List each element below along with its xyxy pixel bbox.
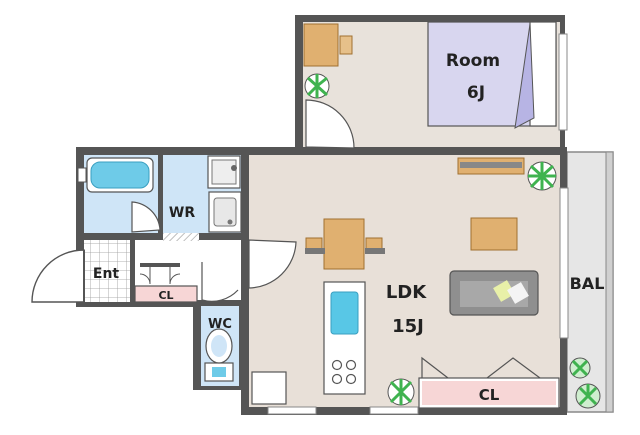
tv-stand [457,157,525,175]
kitchen-sink [330,291,359,335]
stove-burner [345,359,357,371]
plant-ldk-bottom [387,378,415,406]
plant-balcony-top [569,357,591,379]
plant-room [304,73,330,99]
room-size-label: 6J [467,83,485,103]
ldk-window [559,187,569,339]
bathtub-fixture [77,157,154,193]
room-door [305,99,355,149]
entrance-door [31,249,85,303]
bottom-window [369,406,419,415]
wr-threshold [163,233,199,241]
ent-label: Ent [93,266,120,282]
bed-furniture [427,21,557,129]
ldk-size-label: 15J [392,316,424,337]
plant-ldk-top [527,161,557,191]
entrance-tiles [84,240,130,302]
desk-furniture [303,23,353,67]
washbasin [208,191,242,233]
washing-machine [207,155,241,189]
stove-burner [331,373,343,385]
wc-door [201,262,239,302]
wc-label: WC [208,317,232,332]
room-window [558,33,568,131]
bathroom-door [131,201,161,233]
coffee-table [470,217,518,251]
large-closet-label: CL [479,386,500,404]
dining-set [305,218,385,270]
refrigerator [251,371,287,405]
stove-burner [345,373,357,385]
small-closet-label: CL [158,289,173,302]
bal-label: BAL [570,274,605,293]
stove-burner [331,359,343,371]
ldk-closet [418,356,560,409]
sofa-furniture [449,270,539,316]
toilet-fixture [204,328,234,382]
ldk-door [248,239,297,289]
room-label: Room [446,51,500,71]
bottom-window [267,406,317,415]
corridor-closet-doors [139,263,181,285]
wr-label: WR [169,205,195,221]
kitchen-counter [323,281,366,395]
ldk-label: LDK [386,282,427,303]
plant-balcony-bottom [575,383,601,409]
small-closet [134,285,198,303]
